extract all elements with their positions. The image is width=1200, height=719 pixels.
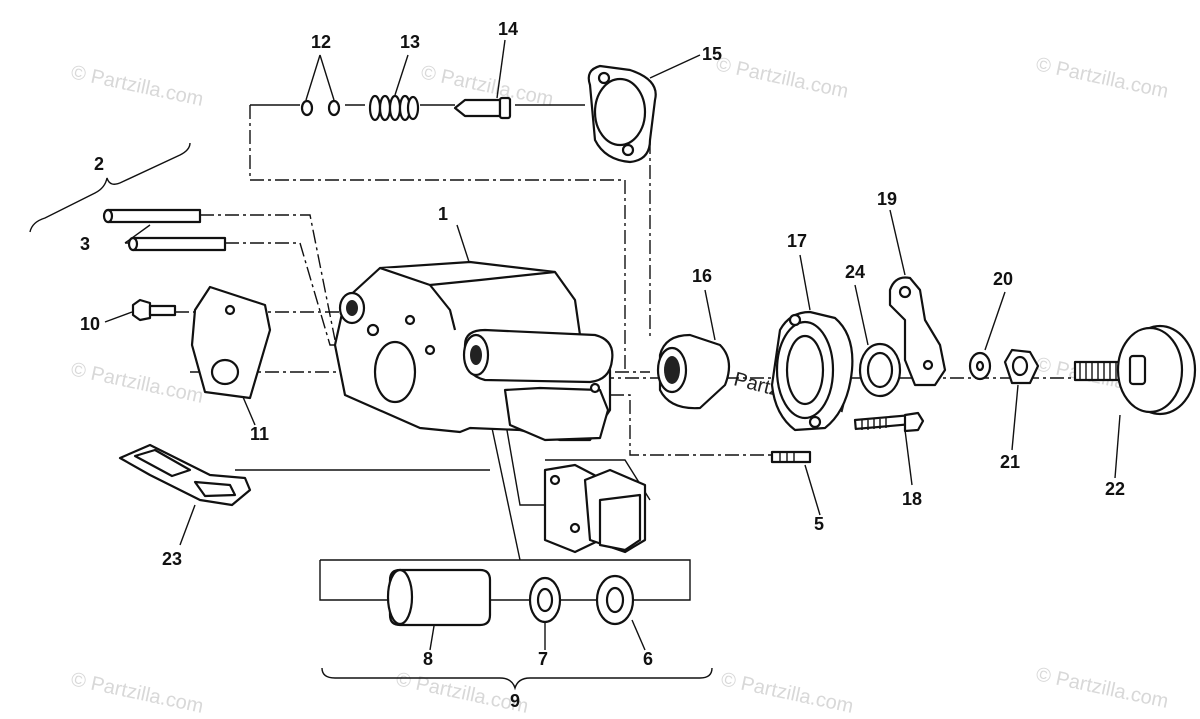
- callout-6: 6: [643, 649, 653, 669]
- part-16-adjuster-cap: [656, 333, 731, 410]
- callout-2: 2: [94, 154, 104, 174]
- part-19-lever: [888, 276, 947, 387]
- callout-8: 8: [423, 649, 433, 669]
- watermark: © Partzilla.com: [69, 358, 205, 408]
- part-4-brake-pads: [543, 463, 647, 554]
- watermark: © Partzilla.com: [1034, 53, 1170, 103]
- part-3-pins: [102, 208, 227, 252]
- callout-22: 22: [1105, 479, 1125, 499]
- callout-5: 5: [814, 514, 824, 534]
- callout-12: 12: [311, 32, 331, 52]
- watermark: © Partzilla.com: [714, 53, 850, 103]
- callout-23: 24: [845, 262, 865, 282]
- part-13-spring: [368, 94, 420, 122]
- part-21-nut: [1003, 348, 1040, 385]
- part-22-adjuster-knob: [1073, 324, 1197, 416]
- part-15-gasket: [587, 64, 657, 164]
- callout-21: 21: [1000, 452, 1020, 472]
- part-11-plate: [190, 285, 272, 400]
- part-1-caliper-body: [333, 260, 614, 442]
- part-14-pin: [453, 96, 512, 120]
- part-5-bleeder: [770, 450, 812, 464]
- callout-10: 10: [80, 314, 100, 334]
- watermark: © Partzilla.com: [1034, 663, 1170, 713]
- part-17-housing: [770, 310, 854, 432]
- callout-16: 16: [692, 266, 712, 286]
- callout-17: 17: [787, 231, 807, 251]
- callout-1: 1: [438, 204, 448, 224]
- brace-9: [321, 667, 713, 691]
- callout-3: 3: [80, 234, 90, 254]
- part-12-o-rings: [300, 99, 341, 117]
- part-18-bolt: [853, 411, 925, 433]
- part-23-bushing: [858, 342, 902, 398]
- part-7-seal: [528, 576, 562, 624]
- callouts: 12 13 14 15 2 1 3 10 11 16 17 24 19 20 2…: [80, 19, 1125, 711]
- part-8-piston: [386, 568, 492, 627]
- callout-19: 19: [877, 189, 897, 209]
- part-20-washer: [968, 351, 992, 381]
- callout-11: 11: [250, 424, 269, 444]
- callout-18: 18: [902, 489, 922, 509]
- callout-14: 14: [498, 19, 518, 39]
- callout-9: 9: [510, 691, 520, 711]
- callout-7: 7: [538, 649, 548, 669]
- part-6-seal: [595, 574, 635, 626]
- callout-20: 20: [993, 269, 1013, 289]
- part-24-spring-clip: [118, 443, 252, 507]
- callout-15: 15: [702, 44, 722, 64]
- watermark: © Partzilla.com: [69, 61, 205, 111]
- braces: [29, 142, 713, 691]
- watermark: © Partzilla.com: [719, 668, 855, 718]
- watermark: © Partzilla.com: [69, 668, 205, 718]
- part-10-bolt: [131, 298, 177, 322]
- brace-2: [29, 142, 191, 233]
- callout-24: 23: [162, 549, 182, 569]
- leader-lines: [104, 39, 1121, 651]
- callout-13: 13: [400, 32, 420, 52]
